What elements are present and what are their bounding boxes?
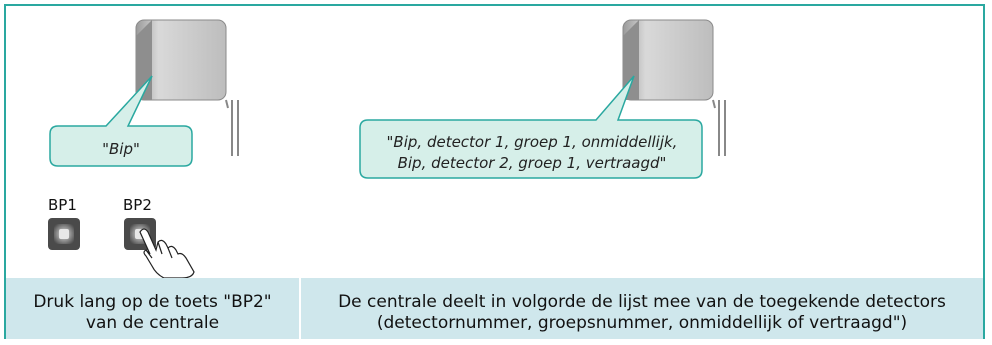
caption-footer: Druk lang op de toets "BP2" van de centr…	[6, 278, 983, 339]
bp2-label: BP2	[123, 196, 152, 214]
alarm-central-unit-right	[622, 19, 726, 156]
illustration-art	[48, 19, 726, 278]
speech-bubble-left	[49, 75, 193, 167]
footer-divider	[299, 278, 301, 339]
caption-right-line2: (detectornummer, groepsnummer, onmiddell…	[376, 313, 908, 333]
speech-bubble-right	[359, 75, 703, 179]
caption-right-line1: De centrale deelt in volgorde de lijst m…	[338, 292, 946, 312]
speech-bubble-right-line1: "Bip, detector 1, groep 1, onmiddellijk,	[386, 133, 678, 151]
caption-left: Druk lang op de toets "BP2" van de centr…	[6, 292, 299, 334]
speech-bubble-right-text: "Bip, detector 1, groep 1, onmiddellijk,…	[362, 132, 702, 174]
bp1-label: BP1	[48, 196, 77, 214]
speech-bubble-right-line2: Bip, detector 2, groep 1, vertraagd"	[397, 154, 667, 172]
caption-left-line1: Druk lang op de toets "BP2"	[33, 292, 272, 312]
caption-left-line2: van de centrale	[85, 313, 220, 333]
illustration-frame: "Bip" "Bip, detector 1, groep 1, onmidde…	[4, 4, 985, 339]
pointing-hand-icon	[139, 228, 195, 278]
bp1-button	[48, 218, 80, 250]
caption-right: De centrale deelt in volgorde de lijst m…	[301, 292, 983, 334]
speech-bubble-left-text: "Bip"	[102, 140, 140, 158]
